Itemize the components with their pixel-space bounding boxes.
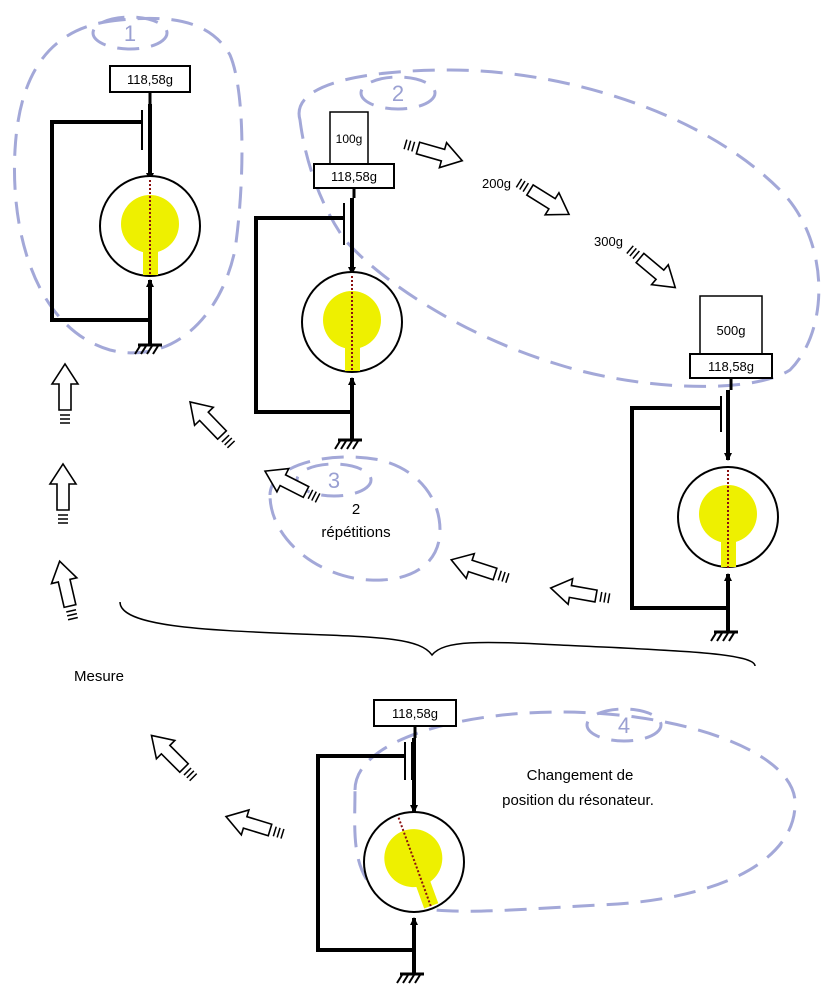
- arrow-up-3: [51, 363, 79, 424]
- change-position-line1: Changement de: [527, 767, 634, 784]
- apparatus-3: 500g 118,58g: [630, 295, 779, 643]
- base-mass-label: 118,58g: [392, 706, 438, 721]
- mass-200g-label: 200g: [482, 176, 511, 191]
- apparatus-1: 118,58g: [50, 65, 201, 356]
- repetitions-label: répétitions: [321, 524, 390, 541]
- tilted-resonator: [384, 817, 443, 909]
- base-mass-box: [313, 163, 395, 189]
- mass-500g-box: [699, 295, 763, 355]
- base-mass-box: [373, 699, 457, 727]
- arrow-to-300g: [511, 171, 577, 227]
- change-position-line2: position du résonateur.: [502, 792, 654, 809]
- apparatus-2: 100g 118,58g: [254, 111, 403, 451]
- base-mass-label: 118,58g: [127, 72, 173, 87]
- resonator: [384, 829, 443, 888]
- group-1-outline: [12, 16, 244, 355]
- step-1-bubble: [91, 15, 169, 51]
- arrow-from-4-1: [221, 803, 288, 848]
- step-1-number: 1: [124, 21, 136, 46]
- grouping-brace: [119, 601, 756, 667]
- arrow-to-500g: [620, 238, 685, 299]
- arrow-up-1: [46, 557, 87, 623]
- apparatus-4: 118,58g: [316, 699, 465, 985]
- group-3-outline: [268, 455, 442, 582]
- arrow-from-4-2: [141, 725, 204, 788]
- step-3-number: 3: [328, 468, 340, 493]
- group-2-outline: [297, 68, 821, 388]
- measure-label: Mesure: [74, 668, 124, 685]
- arrow-back-1: [547, 574, 612, 612]
- arrow-up-2: [49, 463, 77, 524]
- base-mass-label: 118,58g: [708, 359, 754, 374]
- mass-100g-label: 100g: [336, 132, 363, 146]
- arrow-back-4: [179, 392, 242, 455]
- mass-500g-label: 500g: [717, 323, 746, 338]
- step-4-number: 4: [618, 713, 630, 738]
- base-mass-box: [689, 353, 773, 379]
- mass-300g-label: 300g: [594, 234, 623, 249]
- base-mass-label: 118,58g: [331, 169, 377, 184]
- step-2-number: 2: [392, 81, 404, 106]
- step-4-bubble: [585, 707, 663, 743]
- arrow-to-200g: [401, 131, 467, 174]
- step-2-bubble: [359, 75, 437, 111]
- repetitions-count: 2: [352, 501, 360, 518]
- arrow-back-2: [446, 546, 513, 592]
